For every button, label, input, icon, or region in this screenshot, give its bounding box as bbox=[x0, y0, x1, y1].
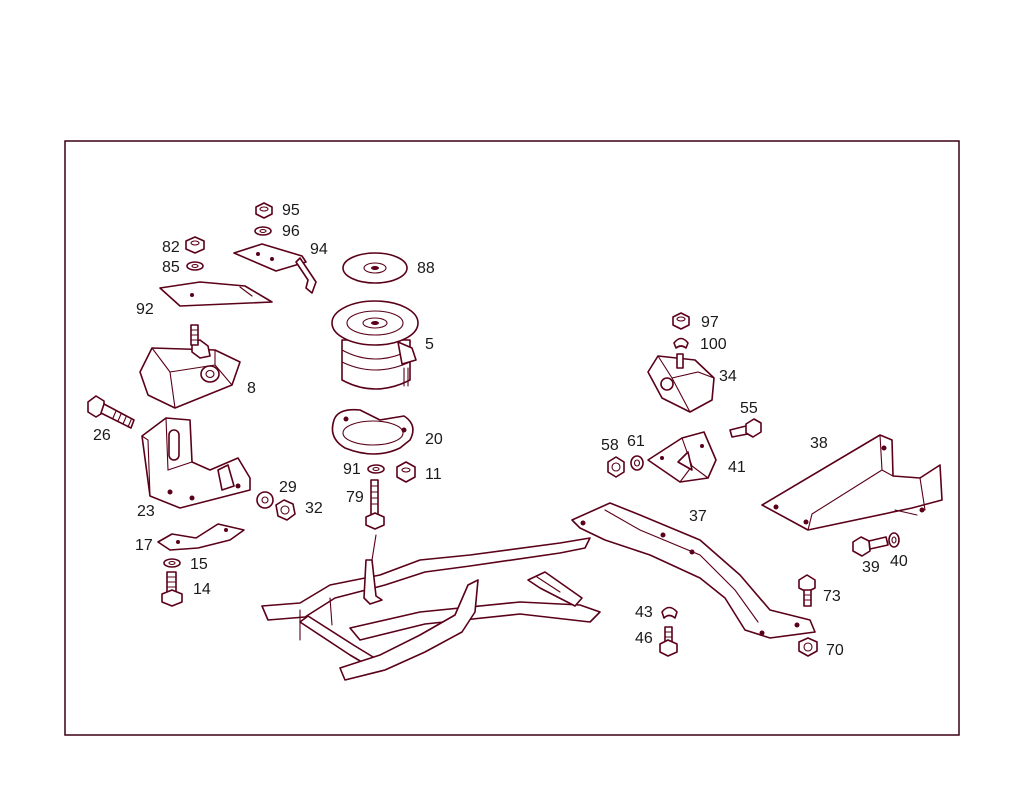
callout-17: 17 bbox=[135, 537, 153, 554]
callout-40: 40 bbox=[890, 553, 908, 570]
callout-20: 20 bbox=[425, 431, 443, 448]
part-38-bracket bbox=[761, 434, 943, 531]
part-37-crossmember bbox=[571, 502, 816, 639]
callout-73: 73 bbox=[823, 588, 841, 605]
diagram-frame bbox=[64, 140, 960, 736]
part-5-rubber-mount bbox=[331, 300, 419, 390]
part-46-bolt bbox=[659, 626, 678, 657]
part-11-nut bbox=[396, 461, 416, 483]
callout-5: 5 bbox=[425, 336, 434, 353]
callout-70: 70 bbox=[826, 642, 844, 659]
callout-55: 55 bbox=[740, 400, 758, 417]
part-82-nut bbox=[185, 236, 205, 254]
part-26-bolt bbox=[87, 395, 135, 429]
callout-41: 41 bbox=[728, 459, 746, 476]
part-79-bolt bbox=[365, 479, 385, 530]
chassis-frame bbox=[261, 534, 601, 681]
callout-11: 11 bbox=[425, 466, 442, 483]
part-14-bolt bbox=[161, 571, 183, 607]
part-97-nut bbox=[672, 312, 690, 330]
part-15-washer bbox=[163, 558, 181, 568]
callout-labels: 95 96 94 82 85 92 88 5 8 26 20 91 11 79 … bbox=[93, 202, 908, 659]
callout-94: 94 bbox=[310, 241, 328, 258]
callout-100: 100 bbox=[700, 336, 727, 353]
callout-79: 79 bbox=[346, 489, 364, 506]
part-43-spacer bbox=[661, 606, 678, 619]
part-20-flange bbox=[331, 408, 414, 455]
callout-8: 8 bbox=[247, 380, 256, 397]
part-94-bracket bbox=[233, 243, 317, 294]
part-32-nut bbox=[275, 499, 296, 521]
callout-29: 29 bbox=[279, 479, 297, 496]
part-29-washer bbox=[256, 491, 274, 509]
callout-88: 88 bbox=[417, 260, 435, 277]
part-92-plate bbox=[159, 281, 273, 307]
part-100-spacer bbox=[673, 337, 689, 349]
callout-23: 23 bbox=[137, 503, 155, 520]
callout-85: 85 bbox=[162, 259, 180, 276]
callout-46: 46 bbox=[635, 630, 653, 647]
part-70-nut bbox=[798, 637, 818, 657]
part-95-nut bbox=[255, 202, 273, 219]
callout-15: 15 bbox=[190, 556, 208, 573]
callout-43: 43 bbox=[635, 604, 653, 621]
callout-82: 82 bbox=[162, 239, 180, 256]
callout-32: 32 bbox=[305, 500, 323, 517]
part-17-plate bbox=[157, 523, 245, 551]
part-88-disc bbox=[342, 252, 408, 284]
callout-34: 34 bbox=[719, 368, 737, 385]
part-23-bracket bbox=[141, 417, 251, 509]
part-85-washer bbox=[186, 261, 204, 271]
callout-38: 38 bbox=[810, 435, 828, 452]
callout-91: 91 bbox=[343, 461, 361, 478]
callout-39: 39 bbox=[862, 559, 880, 576]
part-58-nut bbox=[607, 456, 625, 478]
callout-92: 92 bbox=[136, 301, 154, 318]
part-8-engine-mount bbox=[139, 324, 241, 409]
part-41-bracket bbox=[647, 431, 717, 483]
part-73-bolt bbox=[798, 574, 816, 607]
part-39-bolt bbox=[852, 536, 889, 557]
part-61-washer bbox=[630, 455, 644, 471]
callout-96: 96 bbox=[282, 223, 300, 240]
callout-97: 97 bbox=[701, 314, 719, 331]
part-40-washer bbox=[888, 532, 900, 548]
part-96-washer bbox=[254, 226, 272, 236]
callout-95: 95 bbox=[282, 202, 300, 219]
part-55-bolt bbox=[729, 418, 762, 438]
callout-61: 61 bbox=[627, 433, 645, 450]
callout-37: 37 bbox=[689, 508, 707, 525]
callout-58: 58 bbox=[601, 437, 619, 454]
callout-26: 26 bbox=[93, 427, 111, 444]
part-91-washer bbox=[367, 464, 385, 474]
part-34-mount bbox=[647, 353, 715, 413]
callout-14: 14 bbox=[193, 581, 211, 598]
